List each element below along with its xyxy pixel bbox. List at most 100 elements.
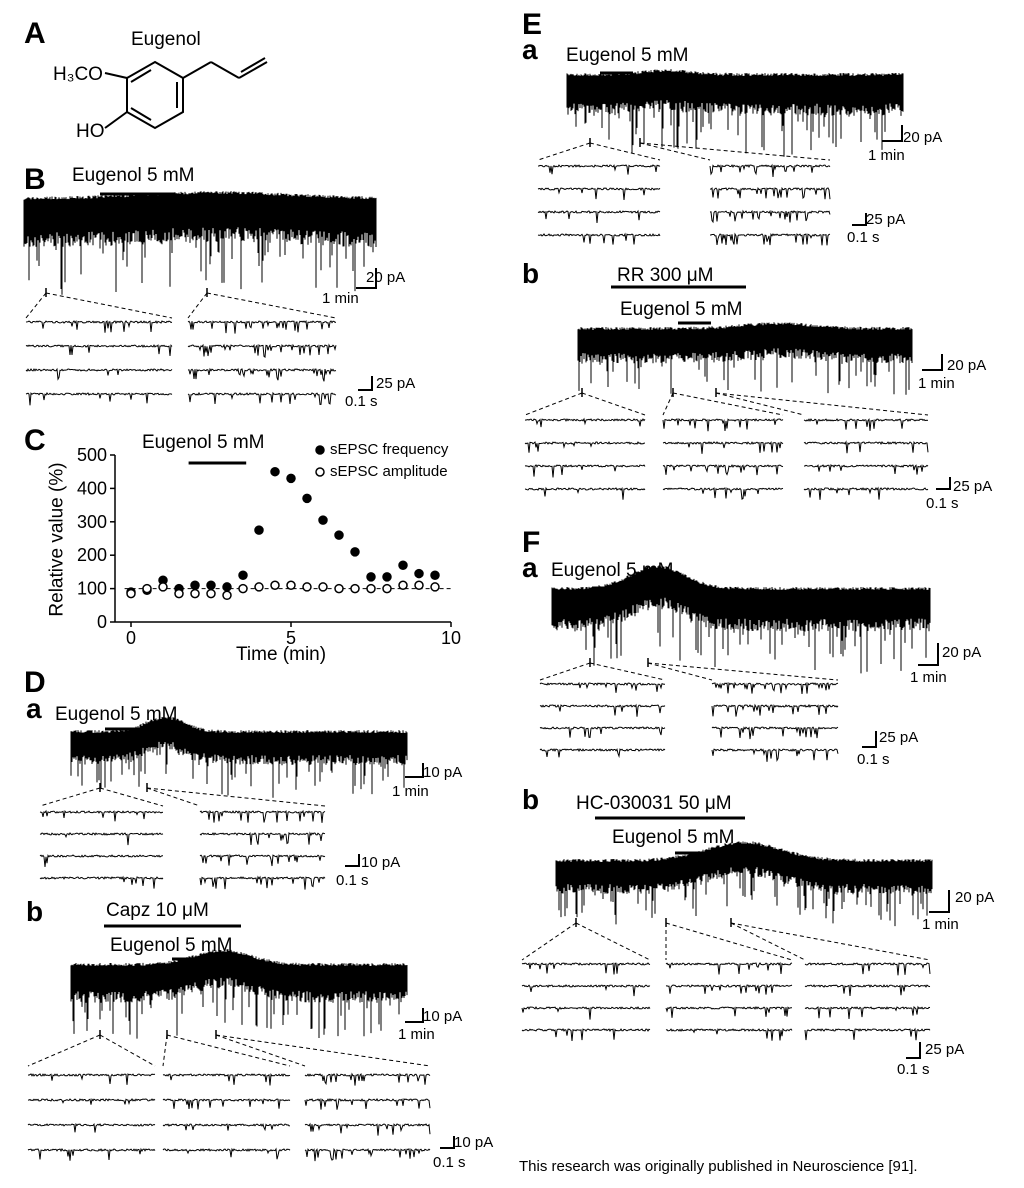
zoom-guide [187, 292, 208, 319]
sweep-trace [304, 1147, 431, 1162]
sweep-trace [199, 809, 326, 823]
zoom-guide [45, 292, 173, 319]
frequency-point [254, 525, 264, 535]
zoom-guide [99, 1034, 156, 1067]
zoom-guide [206, 292, 337, 319]
legend-marker-amplitude [315, 467, 325, 477]
sweep-trace [709, 163, 831, 178]
eb-drug-label: Eugenol 5 mM [620, 299, 743, 320]
sweep-trace [27, 1073, 156, 1085]
fb-scale-slow-amp: 20 pA [955, 889, 995, 906]
sweep-trace [539, 681, 666, 693]
frequency-point [414, 568, 424, 579]
frequency-point [430, 570, 440, 580]
panel-label-a: A [24, 17, 46, 50]
zoom-guide [647, 662, 713, 681]
sweep-trace [538, 164, 661, 175]
zoom-guide [27, 1034, 101, 1067]
db-drug-label: Eugenol 5 mM [110, 935, 233, 956]
frequency-point [286, 473, 296, 484]
y-tick-label: 0 [97, 612, 107, 632]
scale-bar [918, 643, 939, 666]
scale-bar [356, 268, 377, 289]
panel-label-e: E [522, 8, 543, 41]
fb-antagonist-label: HC-030031 50 μM [576, 793, 732, 814]
amplitude-point [222, 590, 232, 601]
sweep-trace [524, 464, 646, 478]
panel-label-fa: a [522, 552, 538, 583]
panel-label-eb: b [522, 258, 540, 289]
scale-bar [936, 477, 951, 490]
scale-bar [929, 890, 950, 913]
amplitude-point [206, 588, 216, 599]
sweep-trace [710, 232, 831, 246]
scale-bar [906, 1042, 921, 1059]
x-tick-label: 0 [126, 628, 136, 648]
zoom-guide [539, 662, 591, 681]
amplitude-point [286, 580, 296, 591]
frequency-point [366, 572, 376, 582]
sweep-trace [25, 367, 173, 381]
sweep-trace [804, 1005, 931, 1019]
eb-scale-slow-time: 1 min [918, 375, 955, 392]
amplitude-point [350, 583, 360, 594]
sweep-trace [665, 961, 793, 975]
sweep-trace [25, 344, 173, 357]
zoom-guide [25, 292, 47, 319]
c-drug-label: Eugenol 5 mM [142, 432, 265, 453]
legend-marker-frequency [315, 445, 325, 455]
sweep-trace [199, 831, 326, 845]
sweep-trace [39, 809, 164, 822]
da-scale-fast-amp: 10 pA [361, 854, 401, 871]
sweep-trace [199, 853, 326, 867]
amplitude-point [414, 580, 424, 591]
zoom-guide [639, 142, 711, 161]
zoom-guide [521, 922, 577, 961]
ea-scale-fast-time: 0.1 s [847, 229, 880, 246]
sweep-trace [804, 984, 931, 996]
sweep-trace [304, 1072, 431, 1086]
fb-scale-fast-time: 0.1 s [897, 1061, 930, 1078]
frequency-point [190, 580, 200, 591]
sweep-trace [539, 748, 666, 759]
sweep-trace [665, 984, 793, 995]
sweep-trace [187, 391, 337, 406]
sweep-trace [537, 232, 661, 245]
ea-scale-fast-amp: 25 pA [866, 211, 906, 228]
sweep-trace [709, 209, 831, 224]
sweep-trace [524, 486, 646, 500]
db-scale-slow-amp: 10 pA [423, 1008, 463, 1025]
fb-scale-fast-amp: 25 pA [925, 1041, 965, 1058]
zoom-guide [730, 922, 931, 961]
db-slow-trace [70, 949, 408, 1039]
scale-bar [405, 1008, 424, 1023]
sweep-trace [803, 418, 929, 431]
sweep-trace [665, 1005, 793, 1018]
fb-slow-trace [555, 841, 933, 927]
sweep-trace [187, 343, 337, 359]
eugenol-structure [104, 57, 268, 130]
b-scale-fast-amp: 25 pA [376, 375, 416, 392]
b-scale-fast-time: 0.1 s [345, 393, 378, 410]
scale-bar [882, 125, 903, 142]
sweep-trace [665, 1027, 793, 1041]
amplitude-point [398, 580, 408, 591]
sweep-trace [39, 832, 164, 846]
sweep-trace [39, 875, 164, 889]
sweep-trace [711, 726, 839, 740]
sweep-trace [803, 440, 929, 454]
db-antagonist-label: Capz 10 μM [106, 900, 209, 921]
ea-slow-trace [566, 69, 904, 157]
c-legend-frequency: sEPSC frequency [330, 441, 449, 458]
c-legend-amplitude: sEPSC amplitude [330, 463, 448, 480]
scale-bar [345, 854, 360, 867]
zoom-guide [575, 922, 651, 961]
sweep-trace [524, 441, 645, 453]
b-drug-label: Eugenol 5 mM [72, 165, 195, 186]
sweep-trace [539, 703, 666, 717]
fa-scale-fast-time: 0.1 s [857, 751, 890, 768]
compound-name: Eugenol [131, 29, 201, 50]
amplitude-point [142, 583, 152, 594]
